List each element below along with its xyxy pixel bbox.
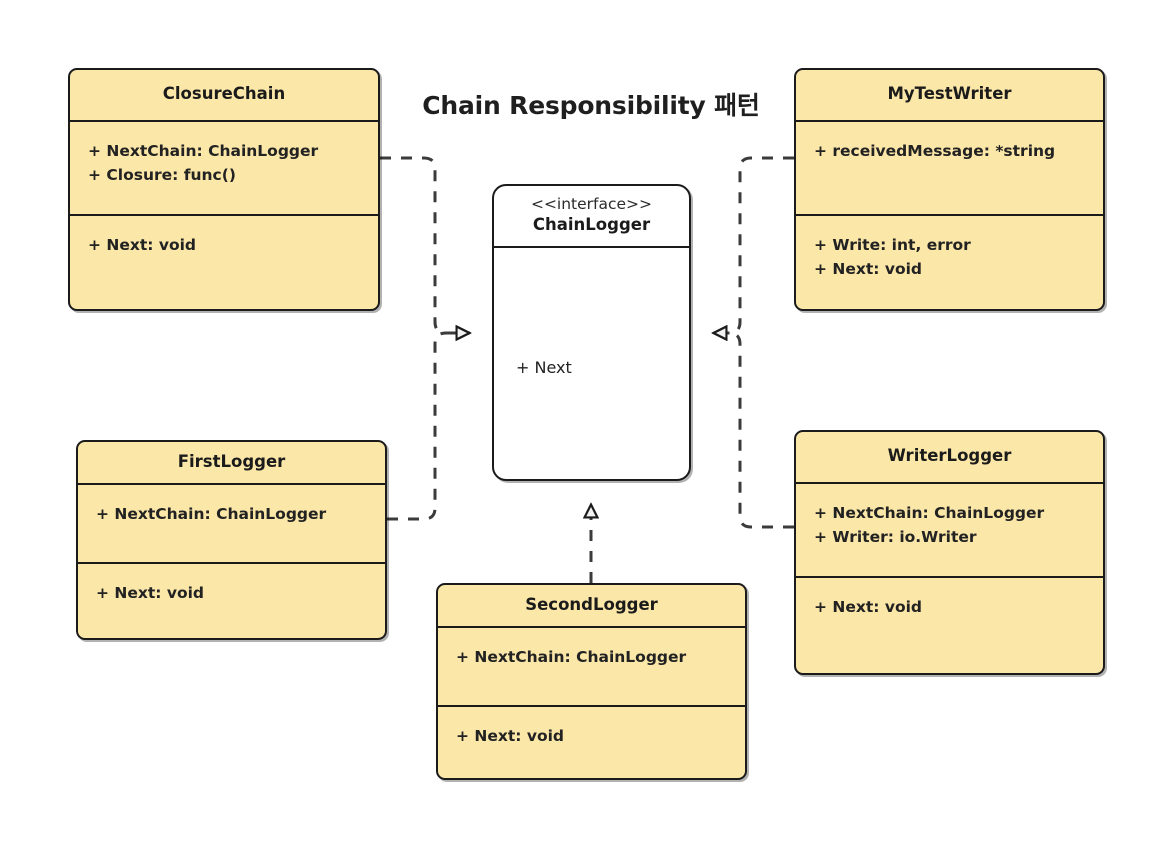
class-operations-closurechain: + Next: void: [70, 214, 378, 266]
attribute-row: + NextChain: ChainLogger: [88, 142, 319, 160]
connector-mytestwriter-to-chainlogger: [713, 156, 794, 333]
class-name-mytestwriter: MyTestWriter: [887, 84, 1012, 104]
operation-row: + Write: int, error: [814, 236, 971, 254]
class-operations-firstlogger: + Next: void: [78, 562, 385, 614]
attribute-row: + NextChain: ChainLogger: [456, 648, 687, 666]
connector-firstlogger-to-chainlogger: [387, 333, 470, 521]
class-operations-writerlogger: + Next: void: [796, 576, 1103, 628]
connector-closurechain-to-chainlogger: [380, 156, 470, 333]
operation-row: + Next: void: [814, 259, 923, 278]
interface-name-chainlogger: ChainLogger: [532, 214, 651, 234]
operation-row: + Next: void: [456, 727, 565, 745]
attribute-row: + Closure: func(): [88, 165, 236, 184]
attribute-row: + Writer: io.Writer: [814, 527, 977, 546]
connector-writerlogger-to-chainlogger: [713, 333, 794, 529]
operation-row: + Next: void: [88, 236, 197, 254]
class-header-writerlogger: WriterLogger: [796, 432, 1103, 484]
class-box-writerlogger[interactable]: WriterLogger + NextChain: ChainLogger + …: [794, 430, 1105, 675]
interface-box-chainlogger[interactable]: <<interface>> ChainLogger + Next: [492, 184, 691, 481]
class-attributes-mytestwriter: + receivedMessage: *string: [796, 122, 1103, 214]
class-header-closurechain: ClosureChain: [70, 70, 378, 122]
operation-row: + Next: void: [814, 598, 923, 616]
class-header-secondlogger: SecondLogger: [438, 585, 745, 628]
class-operations-secondlogger: + Next: void: [438, 705, 745, 757]
class-box-firstlogger[interactable]: FirstLogger + NextChain: ChainLogger + N…: [76, 440, 387, 640]
operation-row: + Next: void: [96, 584, 205, 602]
class-attributes-writerlogger: + NextChain: ChainLogger + Writer: io.Wr…: [796, 484, 1103, 576]
interface-header-chainlogger: <<interface>> ChainLogger: [494, 186, 689, 248]
interface-stereotype: <<interface>>: [530, 194, 653, 213]
attribute-row: + NextChain: ChainLogger: [96, 505, 327, 523]
class-operations-mytestwriter: + Write: int, error + Next: void: [796, 214, 1103, 289]
attribute-row: + NextChain: ChainLogger: [814, 504, 1045, 522]
class-name-firstlogger: FirstLogger: [177, 451, 286, 471]
class-header-firstlogger: FirstLogger: [78, 442, 385, 485]
class-attributes-firstlogger: + NextChain: ChainLogger: [78, 485, 385, 562]
class-name-writerlogger: WriterLogger: [887, 446, 1012, 466]
class-box-closurechain[interactable]: ClosureChain + NextChain: ChainLogger + …: [68, 68, 380, 311]
class-header-mytestwriter: MyTestWriter: [796, 70, 1103, 122]
class-box-secondlogger[interactable]: SecondLogger + NextChain: ChainLogger + …: [436, 583, 747, 780]
class-box-mytestwriter[interactable]: MyTestWriter + receivedMessage: *string …: [794, 68, 1105, 311]
class-attributes-secondlogger: + NextChain: ChainLogger: [438, 628, 745, 705]
interface-operations-chainlogger: + Next: [494, 248, 689, 479]
class-name-closurechain: ClosureChain: [162, 84, 286, 104]
operation-row: + Next: [516, 358, 572, 378]
diagram-title: Chain Responsibility 패턴: [422, 91, 760, 120]
attribute-row: + receivedMessage: *string: [814, 142, 1056, 160]
class-attributes-closurechain: + NextChain: ChainLogger + Closure: func…: [70, 122, 378, 214]
class-name-secondlogger: SecondLogger: [525, 594, 658, 614]
